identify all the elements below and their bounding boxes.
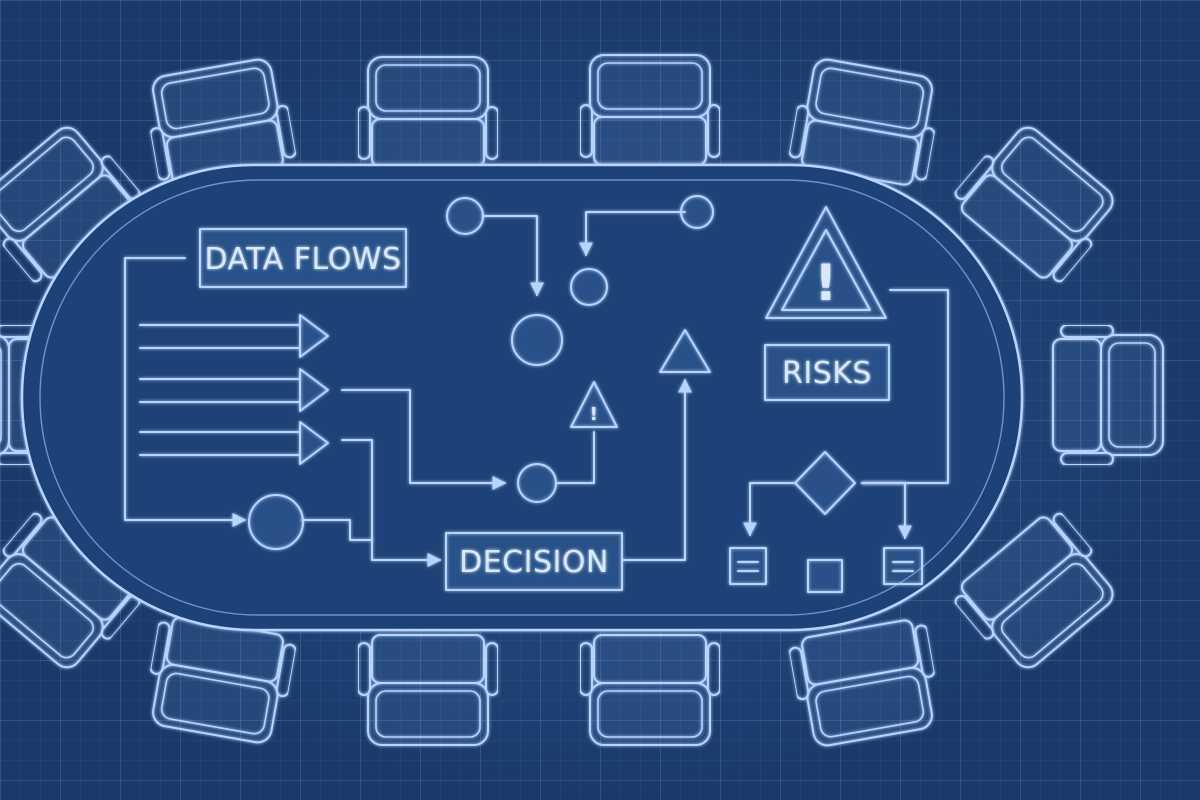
triangle-node-icon — [659, 329, 711, 373]
decision-label: DECISION — [459, 545, 609, 580]
warning-mark: ! — [814, 254, 837, 312]
node-circle-icon — [517, 463, 557, 503]
data-flows-label: DATA FLOWS — [204, 242, 401, 277]
warning-icon: ! — [570, 381, 618, 428]
chair-icon — [580, 54, 720, 166]
chair-icon — [358, 634, 498, 746]
document-icon — [729, 547, 767, 585]
decision-diamond-icon — [794, 451, 856, 515]
chair-icon — [139, 612, 299, 748]
chair-icon — [358, 56, 498, 168]
warning-mark: ! — [590, 404, 599, 425]
chair-icon — [786, 615, 946, 751]
flow-nodes: ! ! — [248, 195, 923, 593]
node-circle-icon — [446, 197, 484, 235]
node-circle-icon — [248, 494, 304, 550]
node-circle-icon — [680, 195, 714, 229]
document-icon — [807, 559, 843, 593]
chair-icon — [1052, 325, 1164, 465]
risks-label: RISKS — [782, 356, 872, 391]
node-circle-icon — [511, 314, 563, 366]
chair-icon — [580, 634, 720, 746]
label-decision: DECISION — [445, 532, 623, 591]
label-data-flows: DATA FLOWS — [199, 228, 407, 288]
label-risks: RISKS — [764, 344, 890, 401]
node-circle-icon — [570, 268, 608, 306]
document-icon — [883, 547, 923, 585]
flow-connectors — [124, 211, 949, 567]
warning-icon: ! — [765, 206, 887, 319]
